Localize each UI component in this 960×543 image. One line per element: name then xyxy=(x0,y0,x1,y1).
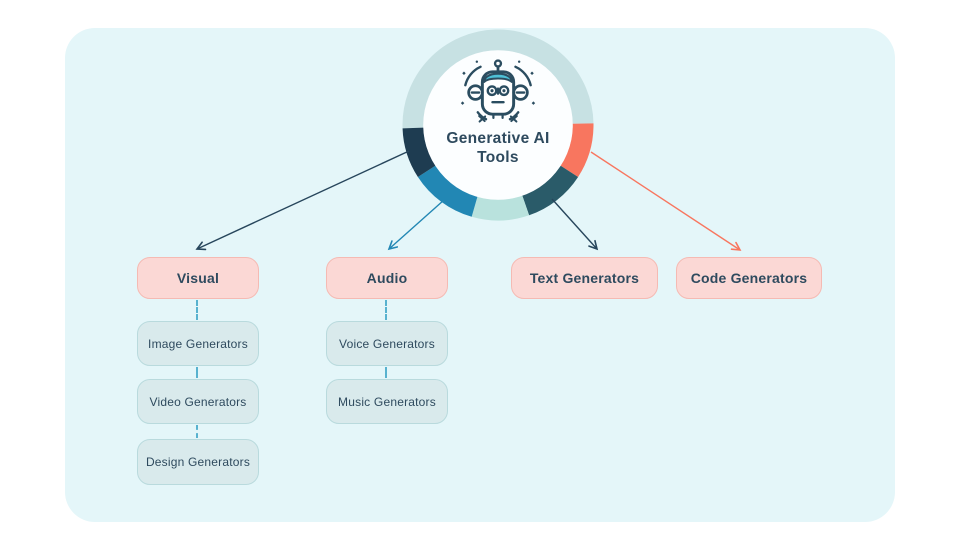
hub-title: Generative AI Tools xyxy=(418,129,578,167)
hub-title-line2: Tools xyxy=(477,149,519,166)
dashed-connector xyxy=(385,367,387,378)
sub-box-design-generators: Design Generators xyxy=(137,439,259,485)
ring-segment-coral xyxy=(560,123,594,178)
category-box-audio: Audio xyxy=(326,257,448,299)
arrowhead-visual xyxy=(195,241,207,251)
dashed-connector xyxy=(196,300,198,320)
sub-box-voice-generators: Voice Generators xyxy=(326,321,448,366)
hub-title-line1: Generative AI xyxy=(446,130,550,147)
category-box-text-generators: Text Generators xyxy=(511,257,658,299)
sub-box-music-generators: Music Generators xyxy=(326,379,448,424)
arrow-to-text-generators xyxy=(551,198,598,250)
robot-icon xyxy=(452,54,544,132)
ring-segment-navy xyxy=(402,127,436,178)
hub-inner-circle xyxy=(423,50,573,200)
arrow-to-code-generators xyxy=(590,151,741,251)
dashed-connector xyxy=(385,300,387,320)
sub-box-video-generators: Video Generators xyxy=(137,379,259,424)
category-box-visual: Visual xyxy=(137,257,259,299)
dashed-connector xyxy=(196,425,198,438)
ring-segment-mint xyxy=(471,195,530,221)
arrow-to-visual xyxy=(196,150,410,250)
dashed-connector xyxy=(196,367,198,378)
arrowhead-code-generators xyxy=(730,241,742,251)
arrowhead-text-generators xyxy=(588,239,599,251)
ring-segment-dark-teal xyxy=(521,165,579,216)
category-box-code-generators: Code Generators xyxy=(676,257,822,299)
arrowhead-audio xyxy=(387,240,399,251)
sub-box-image-generators: Image Generators xyxy=(137,321,259,366)
ring-segment-blue xyxy=(417,165,478,217)
ring-segment-pale xyxy=(402,29,594,129)
arrow-to-audio xyxy=(388,199,445,250)
